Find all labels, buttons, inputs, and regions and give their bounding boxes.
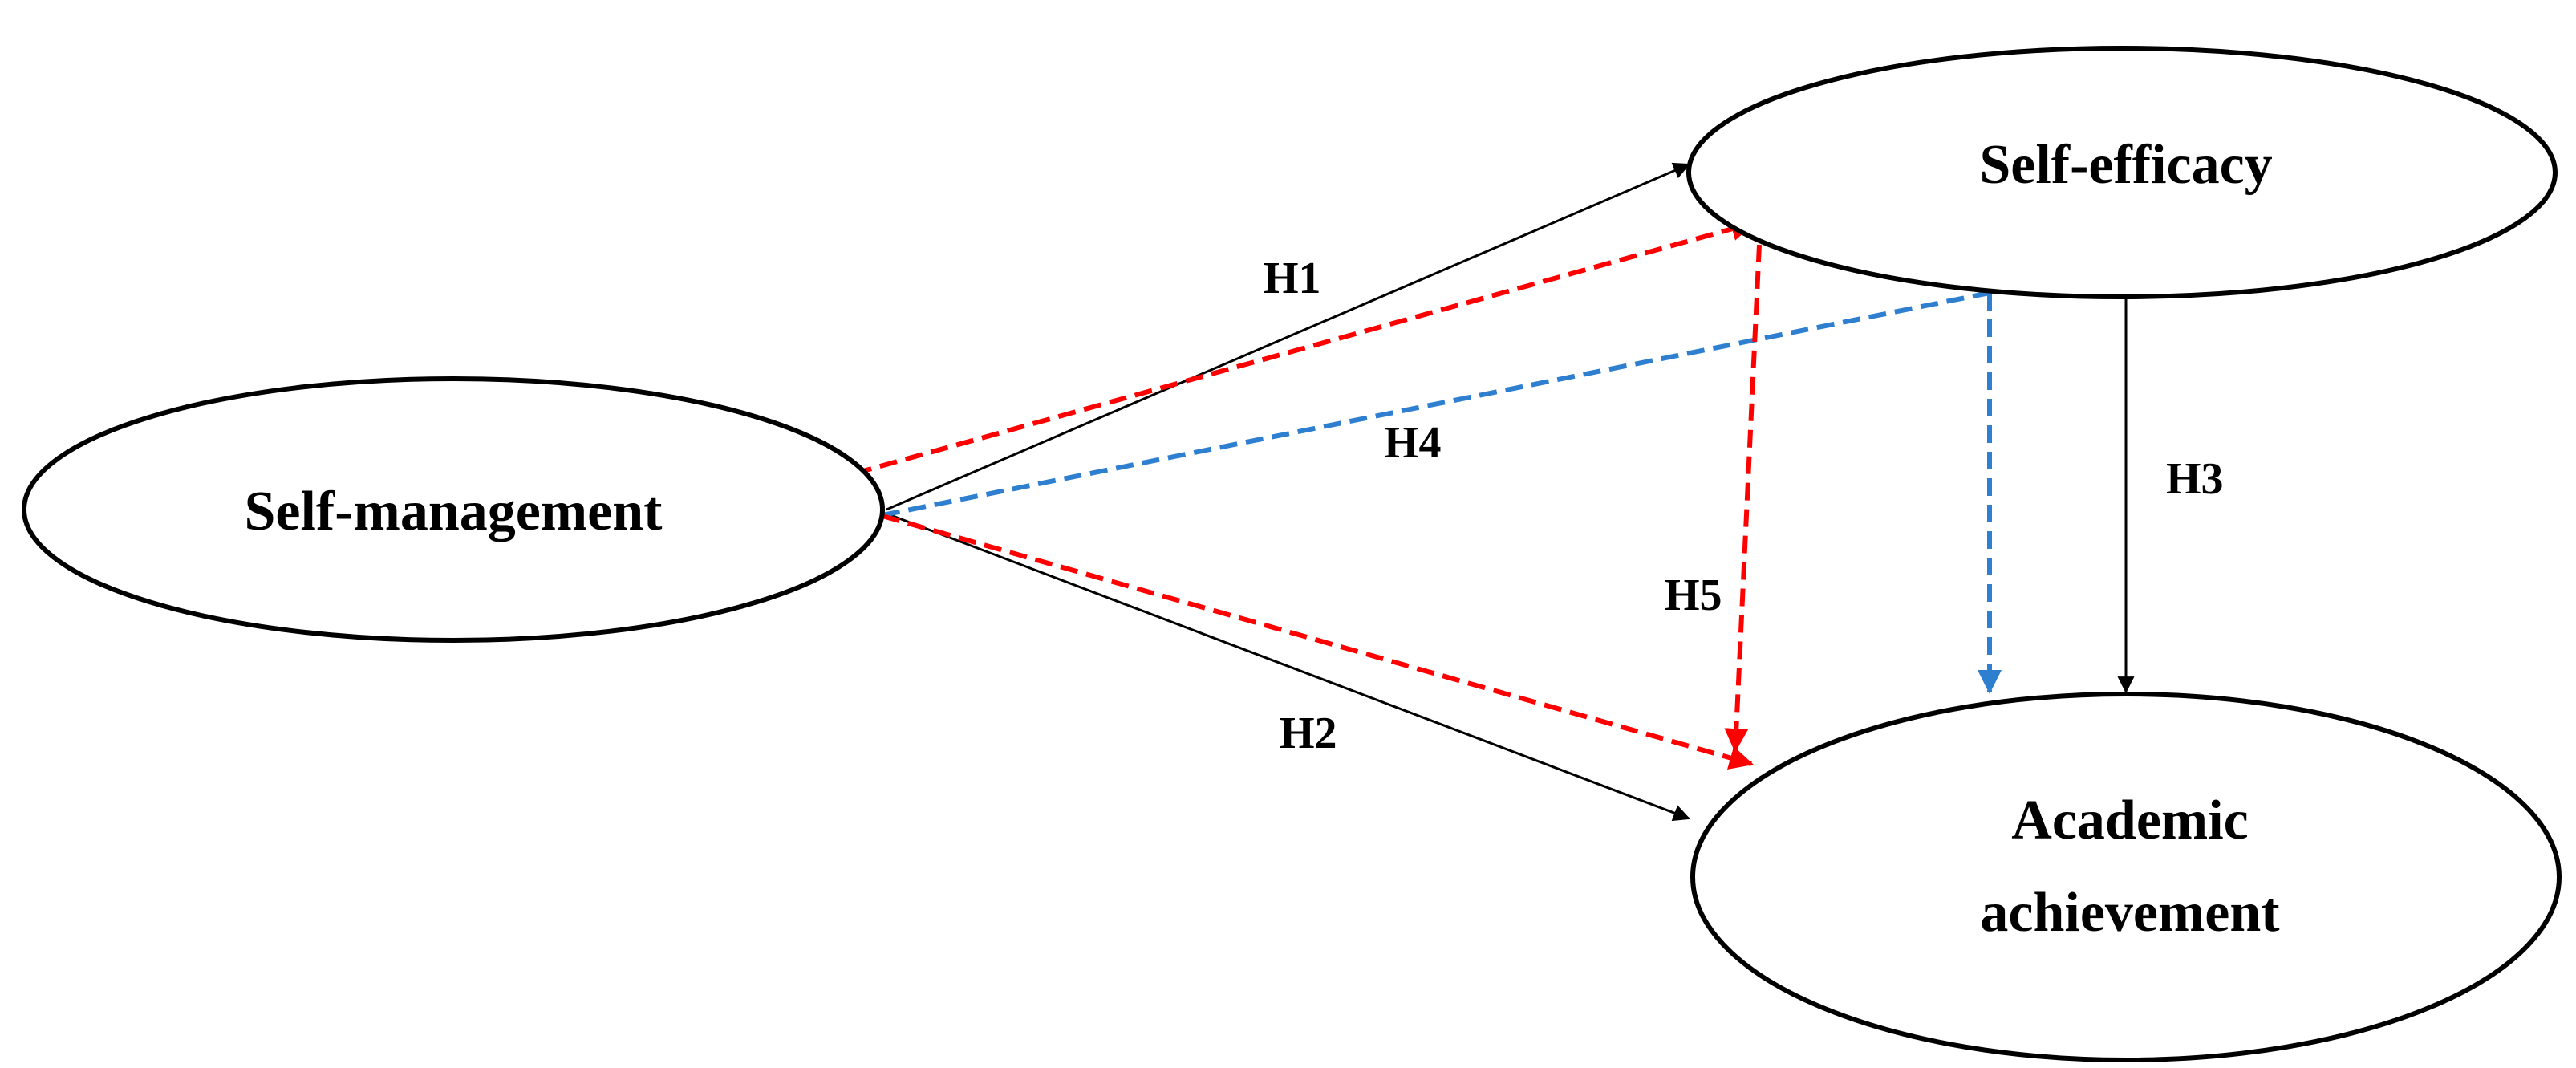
h2-arrow (886, 512, 1690, 822)
node-self-management: Self-management (22, 376, 885, 643)
h5-label: H5 (1665, 571, 1722, 620)
h4-dashed-path-management-to-efficacy (882, 290, 1990, 518)
h1-arrow (886, 162, 1690, 511)
self-efficacy-ellipse (1686, 46, 2558, 299)
node-academic-achievement: Academic achievement (1690, 692, 2562, 1062)
h5-dashed-arrow-management-to-efficacy (854, 217, 1755, 476)
academic-achievement-label-line1: Academic (2011, 790, 2248, 851)
self-management-label: Self-management (244, 481, 662, 542)
h3-label: H3 (2166, 454, 2224, 504)
h4-label: H4 (1384, 418, 1442, 468)
h2-label: H2 (1280, 709, 1337, 758)
h5-dashed-arrow-efficacy-to-achievement (1724, 244, 1762, 753)
academic-achievement-ellipse (1690, 692, 2562, 1062)
self-efficacy-label: Self-efficacy (1979, 134, 2272, 196)
self-management-ellipse (22, 376, 885, 643)
h1-label: H1 (1264, 254, 1321, 303)
academic-achievement-label-line2: achievement (1980, 882, 2279, 944)
node-self-efficacy: Self-efficacy (1686, 46, 2558, 299)
h5-dashed-arrow-management-to-achievement (882, 514, 1754, 770)
